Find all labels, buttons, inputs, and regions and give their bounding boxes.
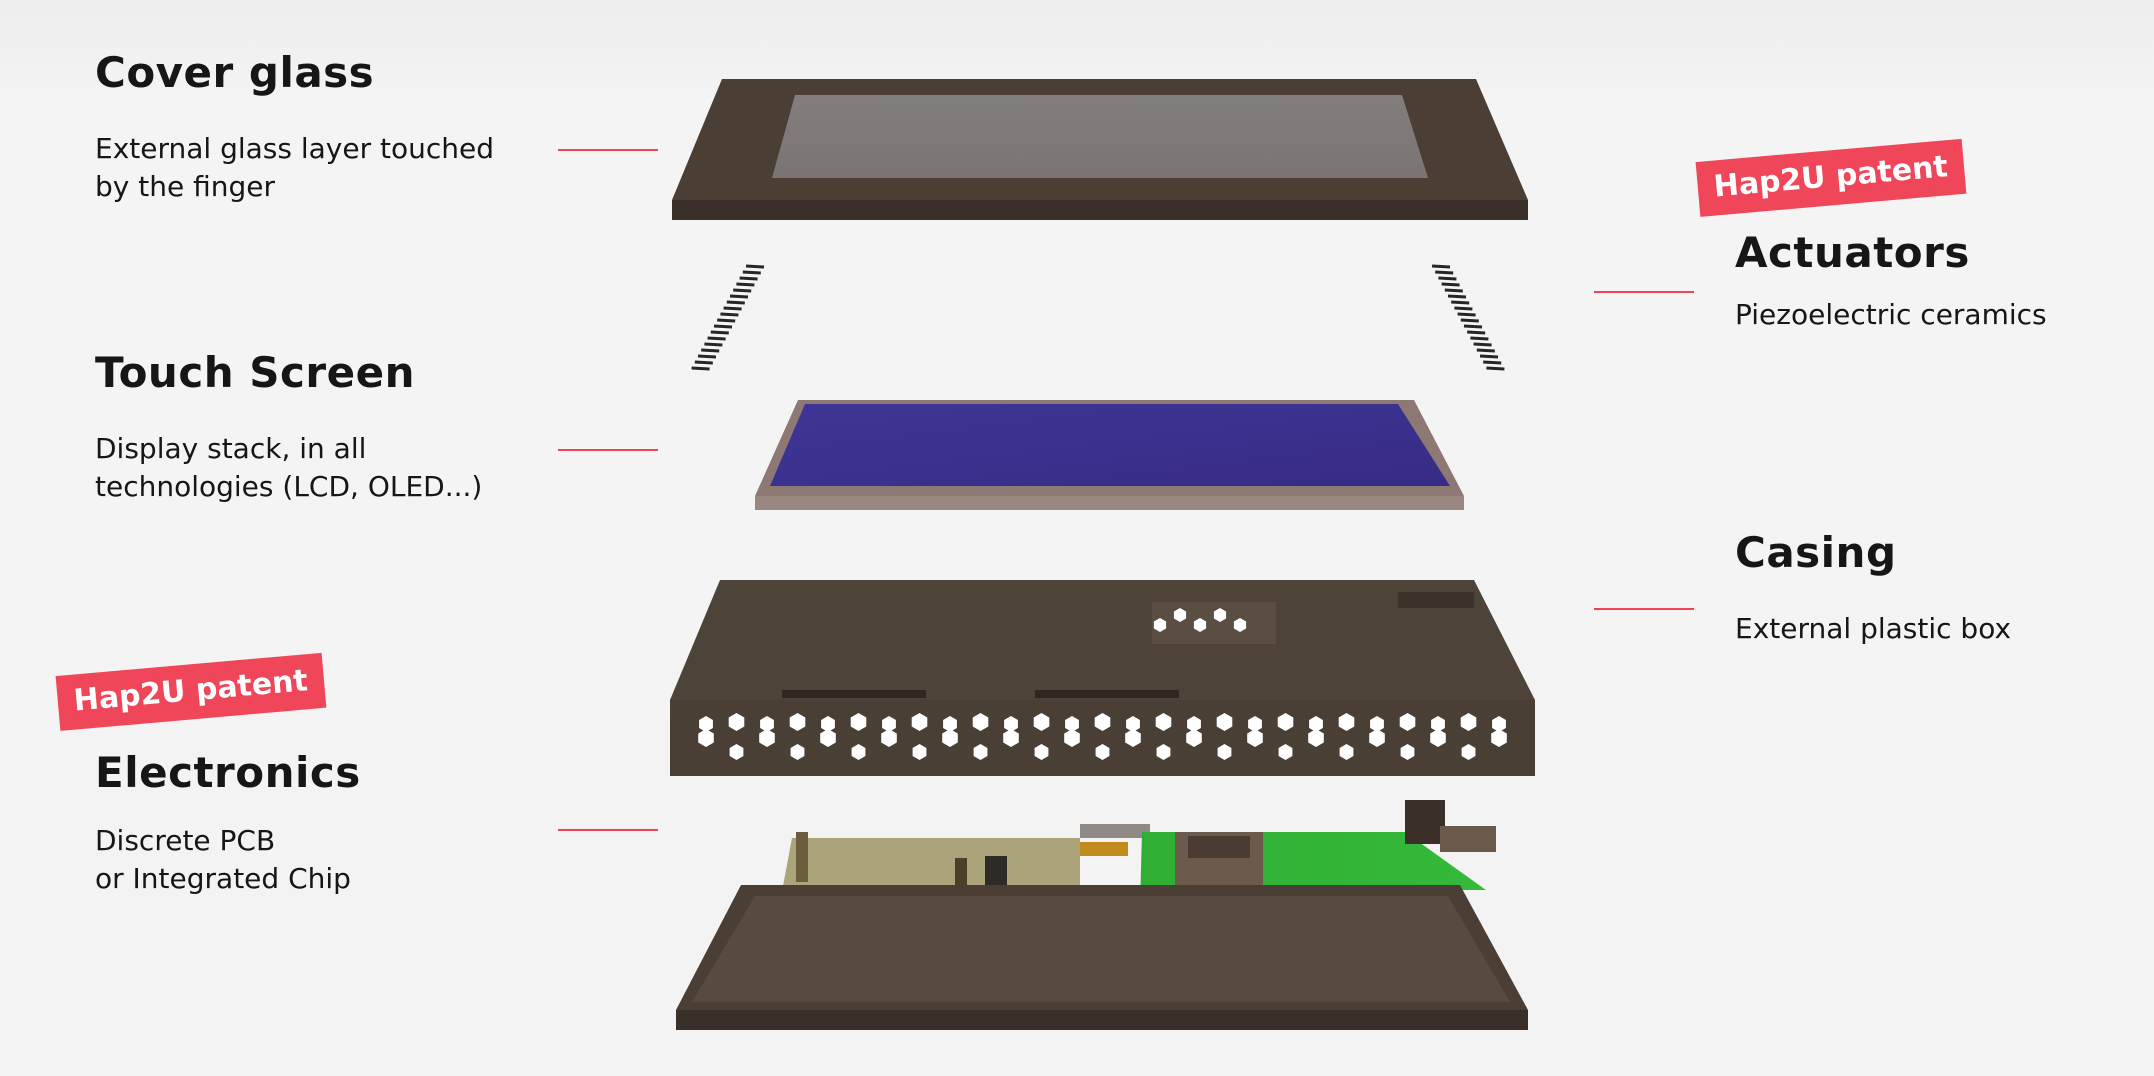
actuator-left-stripe — [711, 332, 729, 333]
actuator-right-stripe — [1432, 266, 1450, 267]
actuator-left-stripe — [746, 266, 764, 267]
casing-top-vent — [1152, 602, 1276, 644]
cover-glass-layer — [672, 79, 1528, 220]
casing-slot-left — [782, 690, 926, 698]
actuator-right-stripe — [1467, 332, 1485, 333]
cover-glass-leader-line — [558, 149, 658, 151]
cover-glass-pane — [772, 95, 1428, 178]
actuator-left-stripe — [743, 272, 761, 273]
actuator-right-stripe — [1435, 272, 1453, 273]
label-electronics: Electronics Discrete PCB or Integrated C… — [95, 752, 361, 898]
casing-title: Casing — [1735, 532, 2011, 574]
actuator-left-stripe — [708, 338, 726, 339]
actuator-right-stripe — [1477, 350, 1495, 351]
base-tray-edge — [676, 1010, 1528, 1030]
actuator-left-stripe — [701, 350, 719, 351]
label-touch-screen: Touch Screen Display stack, in all techn… — [95, 352, 482, 506]
label-casing: Casing External plastic box — [1735, 532, 2011, 648]
electronics-leader-line — [558, 829, 658, 831]
actuator-right-stripe — [1451, 302, 1469, 303]
casing-leader-line — [1594, 608, 1694, 610]
actuator-left-stripe — [733, 290, 751, 291]
actuator-right-stripe — [1458, 314, 1476, 315]
cover-glass-title: Cover glass — [95, 52, 494, 94]
base-tray-layer — [676, 885, 1528, 1030]
actuator-left-stripe — [714, 326, 732, 327]
casing-layer — [670, 580, 1535, 776]
pcb-connector-strip — [796, 832, 808, 882]
actuator-right-stripe — [1480, 356, 1498, 357]
touch-screen-title: Touch Screen — [95, 352, 482, 394]
actuator-left-stripe — [698, 356, 716, 357]
actuator-right-stripe — [1438, 278, 1456, 279]
actuator-left-stripe — [692, 368, 710, 369]
actuator-right-stripe — [1486, 368, 1504, 369]
electronics-title: Electronics — [95, 752, 361, 794]
actuator-left-stripe — [704, 344, 722, 345]
actuator-right-stripe — [1464, 326, 1482, 327]
label-cover-glass: Cover glass External glass layer touched… — [95, 52, 494, 206]
touch-screen-layer — [755, 400, 1464, 510]
electronics-description: Discrete PCB or Integrated Chip — [95, 822, 361, 898]
casing-front — [670, 700, 1535, 776]
piezo-actuators — [692, 266, 1505, 369]
actuator-left-stripe — [720, 314, 738, 315]
actuator-right-stripe — [1470, 338, 1488, 339]
actuator-right-stripe — [1461, 320, 1479, 321]
touch-screen-leader-line — [558, 449, 658, 451]
actuators-leader-line — [1594, 291, 1694, 293]
pcb-chip-socket-inner — [1188, 836, 1250, 858]
actuator-right-stripe — [1445, 290, 1463, 291]
actuator-left-stripe — [730, 296, 748, 297]
actuators-title: Actuators — [1735, 232, 2047, 274]
actuator-left-stripe — [717, 320, 735, 321]
casing-description: External plastic box — [1735, 610, 2011, 648]
pcb-header-side — [1440, 826, 1496, 852]
actuator-right-stripe — [1454, 308, 1472, 309]
usb-port-a — [1080, 824, 1150, 838]
actuator-left-stripe — [727, 302, 745, 303]
actuator-left-stripe — [740, 278, 758, 279]
actuator-left-stripe — [736, 284, 754, 285]
base-tray-inner — [692, 896, 1510, 1002]
actuator-left-stripe — [724, 308, 742, 309]
actuator-left-stripe — [695, 362, 713, 363]
casing-corner-block — [1398, 592, 1474, 608]
touch-screen-display — [770, 404, 1450, 486]
actuator-right-stripe — [1448, 296, 1466, 297]
touch-screen-frame-edge — [755, 496, 1464, 510]
label-actuators: Actuators Piezoelectric ceramics — [1735, 232, 2047, 334]
cover-glass-frame-edge — [672, 200, 1528, 220]
actuator-right-stripe — [1442, 284, 1460, 285]
cover-glass-description: External glass layer touched by the fing… — [95, 130, 494, 206]
actuators-description: Piezoelectric ceramics — [1735, 296, 2047, 334]
touch-screen-description: Display stack, in all technologies (LCD,… — [95, 430, 482, 506]
actuator-right-stripe — [1483, 362, 1501, 363]
actuator-right-stripe — [1474, 344, 1492, 345]
usb-port-b — [1080, 842, 1128, 856]
pcb-header-tall — [1405, 800, 1445, 844]
casing-slot-right — [1035, 690, 1179, 698]
